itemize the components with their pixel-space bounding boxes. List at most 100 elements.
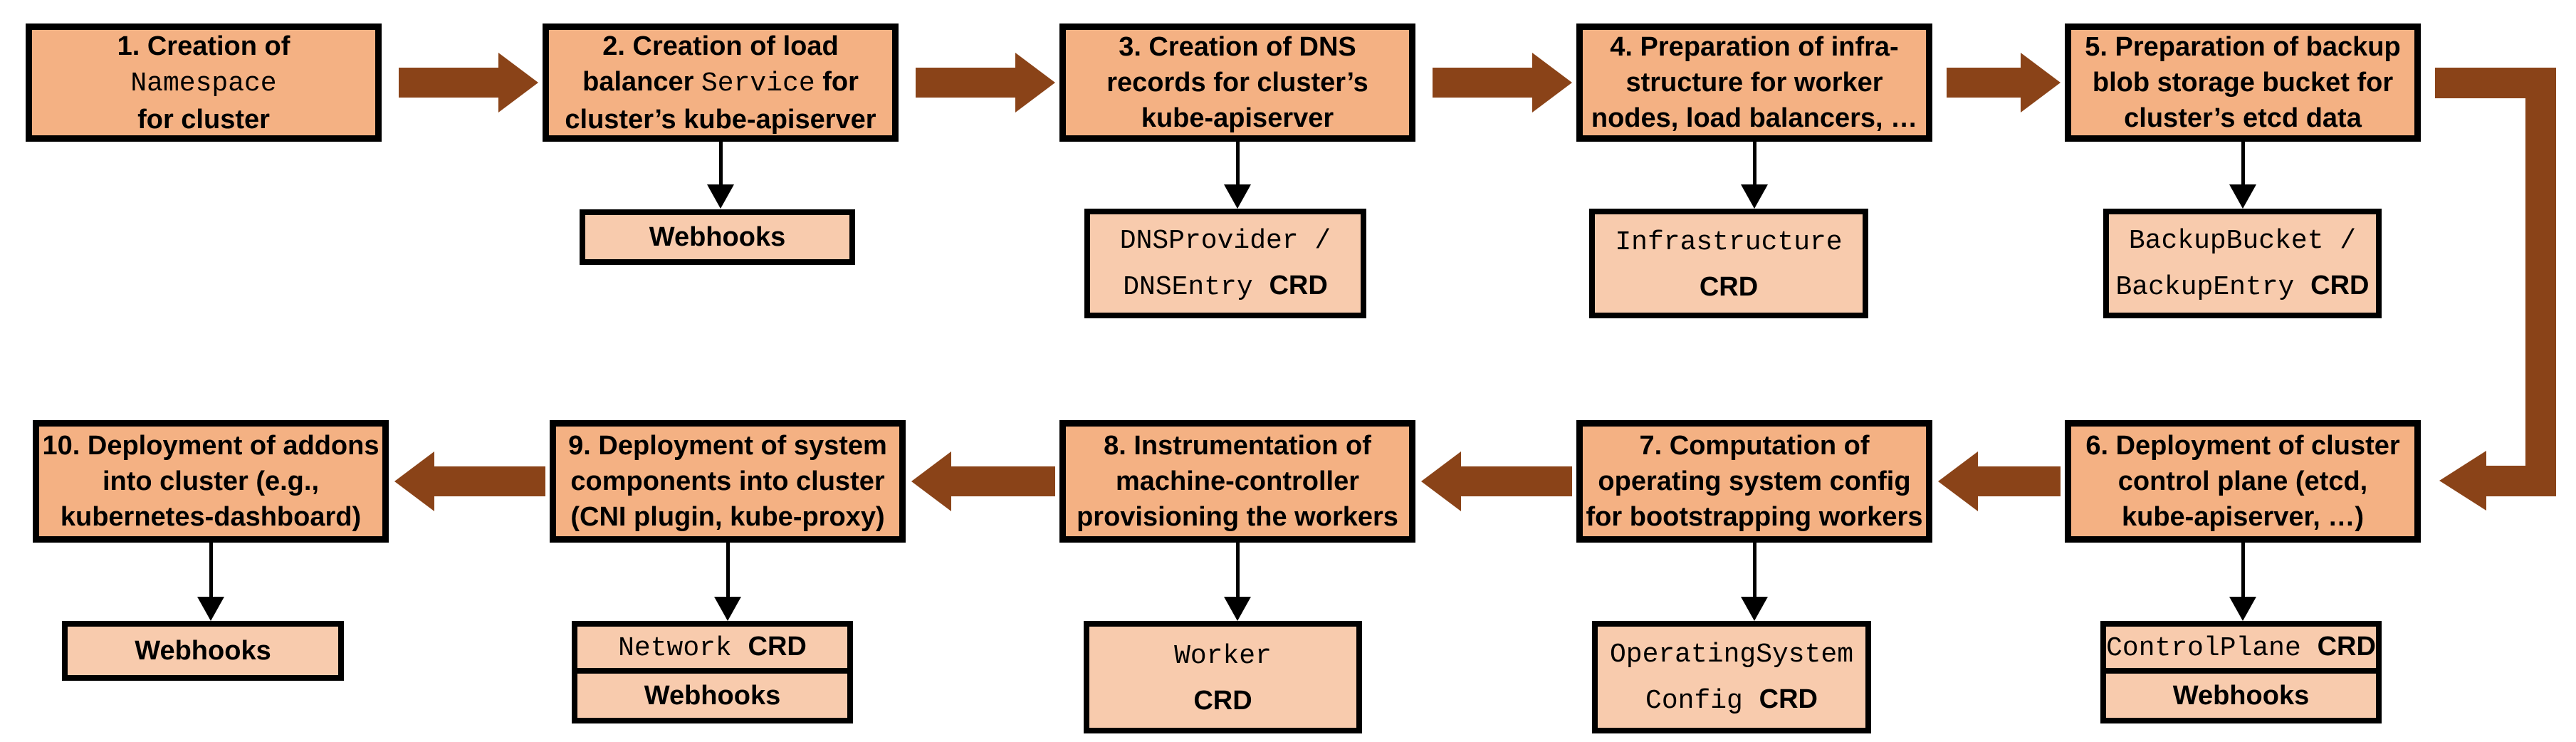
flow-arrow-right-icon (1433, 53, 1572, 113)
text-segment: CRD (2317, 631, 2376, 662)
step-2-box: 2. Creation of load balancer Service for… (543, 23, 899, 142)
step-1-box: 1. Creation of Namespace for cluster (26, 23, 382, 142)
connector-head (1741, 597, 1768, 621)
text-segment: 7. Computation of (1639, 431, 1870, 461)
arrow-head (911, 451, 951, 511)
text-segment: OperatingSystem (1609, 639, 1854, 670)
text-segment: 2. Creation of load (602, 31, 839, 61)
text-segment: kube-apiserver (1141, 103, 1334, 133)
step-9-line-2: components into cluster (570, 464, 884, 499)
step-4-crd-box: Infrastructure CRD (1589, 209, 1868, 318)
crd-line-2: Config CRD (1645, 677, 1818, 723)
step-5-line-2: blob storage bucket for (2093, 65, 2393, 100)
text-segment: CRD (748, 631, 807, 662)
flow-arrow-right-icon (399, 53, 538, 113)
step-6-line-2: control plane (etcd, (2118, 464, 2367, 499)
text-segment: Webhooks (649, 222, 786, 252)
text-segment: balancer (582, 66, 701, 97)
crd-line-1: ControlPlane CRD (2106, 625, 2376, 671)
flow-arrow-left-icon (911, 451, 1055, 511)
text-segment: kubernetes-dashboard) (60, 502, 362, 532)
text-segment: for bootstrapping workers (1586, 502, 1923, 532)
text-segment: Worker (1174, 640, 1272, 672)
connector-line (1236, 543, 1240, 597)
arrow-stem (916, 68, 1015, 98)
webhooks-label: Webhooks (649, 215, 785, 259)
text-segment: Webhooks (135, 636, 271, 666)
crd-line-1: Infrastructure (1615, 219, 1842, 265)
text-segment: DNSProvider / (1119, 226, 1331, 256)
text-segment: CRD (1269, 271, 1328, 301)
step-4-line-3: nodes, load balancers, … (1591, 100, 1917, 136)
connector-line (209, 543, 213, 597)
text-segment: 8. Instrumentation of (1104, 431, 1371, 461)
step-9-webhooks-box: Webhooks (572, 668, 853, 723)
crd-line-2: CRD (1700, 265, 1758, 309)
text-segment: for (815, 66, 859, 97)
step-3-line-3: kube-apiserver (1141, 100, 1334, 136)
text-segment: cluster’s kube-apiserver (565, 104, 876, 135)
text-segment: nodes, load balancers, … (1591, 103, 1918, 133)
text-segment: Infrastructure (1615, 226, 1843, 258)
text-segment: (CNI plugin, kube-proxy) (570, 502, 885, 532)
connector-arrow-down-icon (2229, 543, 2256, 621)
crd-line-1: Worker (1174, 632, 1272, 679)
arrow-head (2439, 451, 2486, 511)
text-segment: Webhooks (2172, 681, 2310, 711)
step-1-line-1: 1. Creation of (117, 28, 290, 64)
step-2-webhooks-box: Webhooks (580, 209, 855, 265)
text-segment: 3. Creation of DNS (1119, 32, 1356, 62)
step-5-crd-box: BackupBucket / BackupEntry CRD (2103, 209, 2382, 318)
text-segment: CRD (1699, 271, 1759, 302)
step-3-line-2: records for cluster’s (1106, 65, 1368, 100)
step-7-line-3: for bootstrapping workers (1586, 499, 1923, 535)
text-segment: BackupEntry (2115, 272, 2311, 303)
step-6-crd-box: ControlPlane CRD (2100, 621, 2382, 674)
step-5-line-1: 5. Preparation of backup (2085, 29, 2400, 65)
text-segment: 4. Preparation of infra- (1610, 32, 1899, 62)
step-9-line-1: 9. Deployment of system (568, 428, 887, 464)
connector-arrow-down-icon (2229, 142, 2256, 209)
arrow-stem (1461, 466, 1572, 496)
connector-arrow-down-icon (1224, 142, 1251, 209)
connector-arrow-down-icon (707, 142, 734, 209)
crd-line-1: BackupBucket / (2129, 217, 2356, 263)
crd-line-2: CRD (1193, 679, 1252, 723)
connector-line (1753, 142, 1756, 184)
text-segment: kube-apiserver, …) (2121, 502, 2365, 532)
connector-line (726, 543, 730, 597)
text-segment: Webhooks (644, 681, 781, 711)
flow-arrow-left-icon (1938, 451, 2061, 511)
text-segment: components into cluster (570, 466, 885, 496)
step-9-box: 9. Deployment of system components into … (550, 420, 906, 543)
step-2-line-3: cluster’s kube-apiserver (565, 102, 876, 137)
elbow-vertical-bar (2525, 68, 2556, 496)
step-9-line-3: (CNI plugin, kube-proxy) (570, 499, 884, 535)
text-segment: structure for worker (1625, 68, 1883, 98)
text-segment: machine-controller (1115, 466, 1360, 496)
arrow-stem (951, 466, 1055, 496)
step-8-line-2: machine-controller (1116, 464, 1359, 499)
arrow-stem (1978, 466, 2061, 496)
arrow-head (1532, 53, 1572, 113)
flow-arrow-right-icon (1947, 53, 2061, 113)
connector-arrow-down-icon (197, 543, 224, 621)
crd-line-1: OperatingSystem (1610, 631, 1853, 677)
arrow-head (498, 53, 538, 113)
step-7-line-2: operating system config (1598, 464, 1910, 499)
step-4-line-2: structure for worker (1625, 65, 1883, 100)
crd-line-1: Network CRD (618, 625, 807, 671)
arrow-head (394, 451, 434, 511)
text-segment: DNSEntry (1123, 272, 1269, 303)
crd-line-2: BackupEntry CRD (2116, 263, 2370, 310)
text-segment: ControlPlane (2106, 632, 2318, 664)
step-6-box: 6. Deployment of cluster control plane (… (2065, 420, 2421, 543)
connector-head (707, 184, 734, 209)
flow-arrow-left-icon (1421, 451, 1572, 511)
text-segment: Service (701, 68, 815, 99)
connector-line (1753, 543, 1756, 597)
step-8-crd-box: Worker CRD (1084, 621, 1362, 733)
flow-arrow-right-icon (916, 53, 1055, 113)
webhooks-label: Webhooks (135, 629, 271, 673)
connector-head (197, 597, 224, 621)
